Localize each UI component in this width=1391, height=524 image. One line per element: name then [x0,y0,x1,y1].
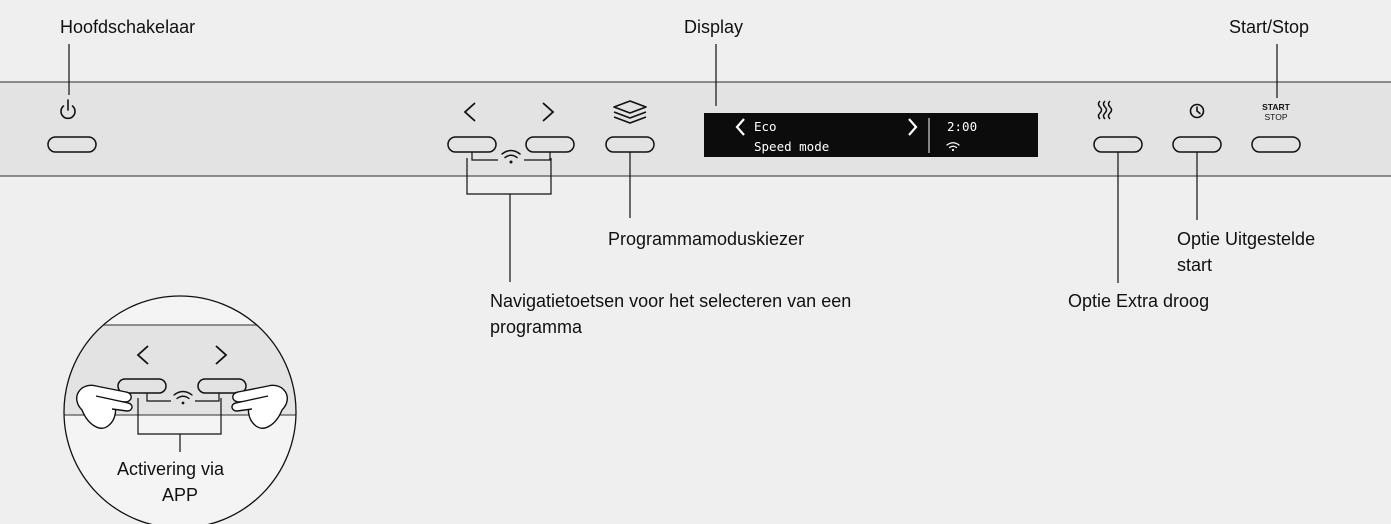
start-stop-button[interactable] [1251,136,1301,153]
power-icon [60,99,76,120]
control-panel [0,82,1391,176]
wifi-icon [501,149,521,164]
stop-label: STOP [1265,112,1288,122]
label-navigation-keys-1: Navigatietoetsen voor het selecteren van… [490,291,852,311]
chevron-right-icon [542,102,555,122]
label-program-mode-selector: Programmamoduskiezer [608,229,805,249]
clock-icon [1189,103,1205,119]
extra-dry-icon [1097,100,1113,120]
inset-chevron-left-icon [136,345,149,365]
label-start-stop: Start/Stop [1229,17,1310,37]
hand-icon [231,384,288,429]
label-delayed-start-1: Optie Uitgestelde [1177,229,1316,249]
callout-lines [68,44,1278,283]
power-button[interactable] [47,136,97,153]
display-program-text: Eco [754,119,777,134]
label-delayed-start-2: start [1177,255,1213,275]
chevron-left-icon [463,102,476,122]
label-main-switch: Hoofdschakelaar [60,17,196,37]
display-time-text: 2:00 [947,119,977,134]
label-app-activation-2: APP [162,485,199,505]
start-label: START [1262,102,1291,112]
inset-wifi-icon [173,390,193,405]
label-navigation-keys-2: programma [490,317,583,337]
inset-circle-border [63,295,297,524]
inset-chevron-right-icon [215,345,228,365]
display-mode-text: Speed mode [754,139,829,154]
display: Eco Speed mode 2:00 [704,113,1038,157]
label-app-activation-1: Activering via [117,459,225,479]
label-extra-dry: Optie Extra droog [1068,291,1210,311]
app-activation-inset [64,296,296,524]
display-wifi-icon [946,142,960,152]
program-mode-icon [613,100,647,124]
hand-icon [76,384,133,429]
label-display: Display [684,17,744,37]
